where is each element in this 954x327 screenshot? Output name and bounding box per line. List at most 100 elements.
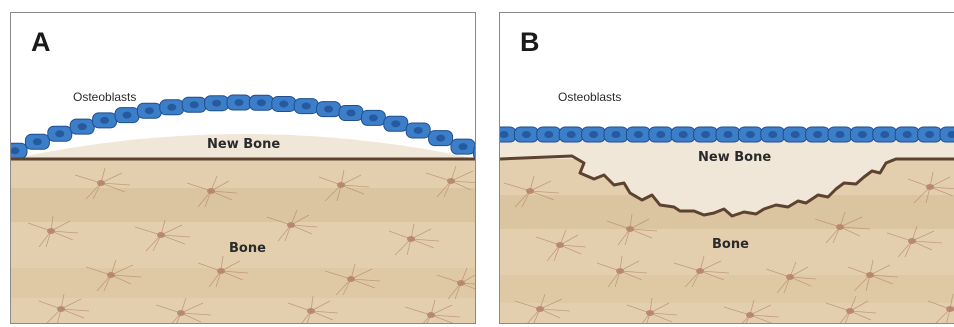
- osteocyte-body: [427, 312, 435, 318]
- osteoblast-nucleus: [190, 101, 199, 108]
- osteocyte-body: [177, 310, 185, 316]
- osteoblast-cell: [317, 102, 341, 117]
- osteocyte-body: [287, 222, 295, 228]
- panel-a-illustration: [11, 13, 476, 324]
- panel-a: A Osteoblasts New Bone Bone: [10, 12, 476, 324]
- osteoblast-nucleus: [100, 117, 109, 124]
- osteocyte-body: [407, 236, 415, 242]
- osteoblast-nucleus: [167, 104, 176, 111]
- osteocyte-body: [217, 268, 225, 274]
- osteoblast-cell: [850, 127, 874, 142]
- osteoblast-nucleus: [836, 131, 845, 138]
- osteoblast-cell: [384, 116, 408, 131]
- osteoblast-nucleus: [33, 138, 42, 145]
- osteoblast-nucleus: [414, 127, 423, 134]
- osteocyte-body: [97, 180, 105, 186]
- osteoblast-nucleus: [212, 100, 221, 107]
- bone-shading-band: [11, 188, 476, 222]
- osteoblast-cell: [694, 127, 718, 142]
- osteoblast-nucleus: [436, 135, 445, 142]
- osteocyte-body: [307, 308, 315, 314]
- osteoblast-nucleus: [55, 130, 64, 137]
- osteoblast-nucleus: [880, 131, 889, 138]
- osteocyte-body: [556, 242, 564, 248]
- osteoblast-nucleus: [235, 99, 244, 106]
- osteoblast-cell: [783, 127, 807, 142]
- osteoblast-cell: [918, 127, 942, 142]
- osteoblast-cell: [626, 127, 650, 142]
- osteoblast-cell: [500, 127, 516, 142]
- osteoblast-cell: [940, 127, 954, 142]
- osteoblast-cell: [11, 143, 27, 158]
- osteoblast-cell: [227, 95, 251, 110]
- osteoblast-nucleus: [459, 143, 468, 150]
- osteoblast-nucleus: [522, 131, 531, 138]
- osteocyte-body: [616, 268, 624, 274]
- osteoblast-nucleus: [123, 112, 132, 119]
- osteocyte-body: [786, 274, 794, 280]
- osteoblast-cell: [604, 127, 628, 142]
- osteoblast-cell: [160, 100, 184, 115]
- osteoblast-nucleus: [858, 131, 867, 138]
- osteoblast-nucleus: [347, 110, 356, 117]
- osteoblast-cell: [451, 139, 475, 154]
- osteoblast-cell: [559, 127, 583, 142]
- osteoblasts-label: Osteoblasts: [558, 90, 621, 104]
- osteoblast-nucleus: [612, 131, 621, 138]
- osteoblast-cell: [93, 113, 117, 128]
- osteocyte-body: [157, 232, 165, 238]
- osteocyte-body: [47, 228, 55, 234]
- osteoblast-nucleus: [324, 106, 333, 113]
- osteocyte-body: [946, 306, 954, 312]
- bone-shading-band: [500, 275, 954, 303]
- osteocyte-body: [846, 308, 854, 314]
- new-bone-label: New Bone: [698, 150, 771, 165]
- osteoblast-nucleus: [768, 131, 777, 138]
- osteoblast-cell: [716, 127, 740, 142]
- osteoblast-cell: [828, 127, 852, 142]
- bone-label: Bone: [229, 241, 266, 256]
- osteocyte-body: [696, 268, 704, 274]
- osteoblast-nucleus: [724, 131, 733, 138]
- osteoblast-nucleus: [78, 123, 87, 130]
- osteoblast-nucleus: [903, 131, 912, 138]
- osteoblast-cell: [895, 127, 919, 142]
- osteoblast-cell: [738, 127, 762, 142]
- panel-letter: A: [31, 27, 51, 58]
- osteoblast-nucleus: [925, 131, 934, 138]
- osteocyte-body: [447, 178, 455, 184]
- osteoblast-nucleus: [369, 114, 378, 121]
- osteocyte-body: [866, 272, 874, 278]
- osteoblast-cell: [406, 123, 430, 138]
- osteocyte-body: [926, 184, 934, 190]
- osteoblast-nucleus: [544, 131, 553, 138]
- osteoblast-nucleus: [746, 131, 755, 138]
- osteocyte-body: [107, 272, 115, 278]
- osteocyte-body: [207, 188, 215, 194]
- osteoblast-nucleus: [257, 99, 266, 106]
- osteoblast-cell: [537, 127, 561, 142]
- osteoblast-cell: [671, 127, 695, 142]
- osteoblast-cell: [582, 127, 606, 142]
- osteoblast-cell: [115, 108, 139, 123]
- osteocyte-body: [646, 310, 654, 316]
- osteoblast-nucleus: [656, 131, 665, 138]
- osteocyte-body: [626, 226, 634, 232]
- osteoblast-cell: [205, 96, 229, 111]
- osteoblast-nucleus: [302, 103, 311, 110]
- osteoblast-cell: [182, 97, 206, 112]
- osteoblast-cell: [873, 127, 897, 142]
- osteoblast-nucleus: [679, 131, 688, 138]
- osteoblast-cell: [272, 96, 296, 111]
- osteoblast-cell: [761, 127, 785, 142]
- osteoblast-cell: [514, 127, 538, 142]
- osteoblast-cell: [70, 119, 94, 134]
- new-bone-label: New Bone: [207, 137, 280, 152]
- osteocyte-body: [746, 312, 754, 318]
- osteoblast-cell: [48, 126, 72, 141]
- osteoblast-cell: [429, 131, 453, 146]
- osteoblast-nucleus: [391, 120, 400, 127]
- osteoblast-nucleus: [145, 107, 154, 114]
- bone-label: Bone: [712, 237, 749, 252]
